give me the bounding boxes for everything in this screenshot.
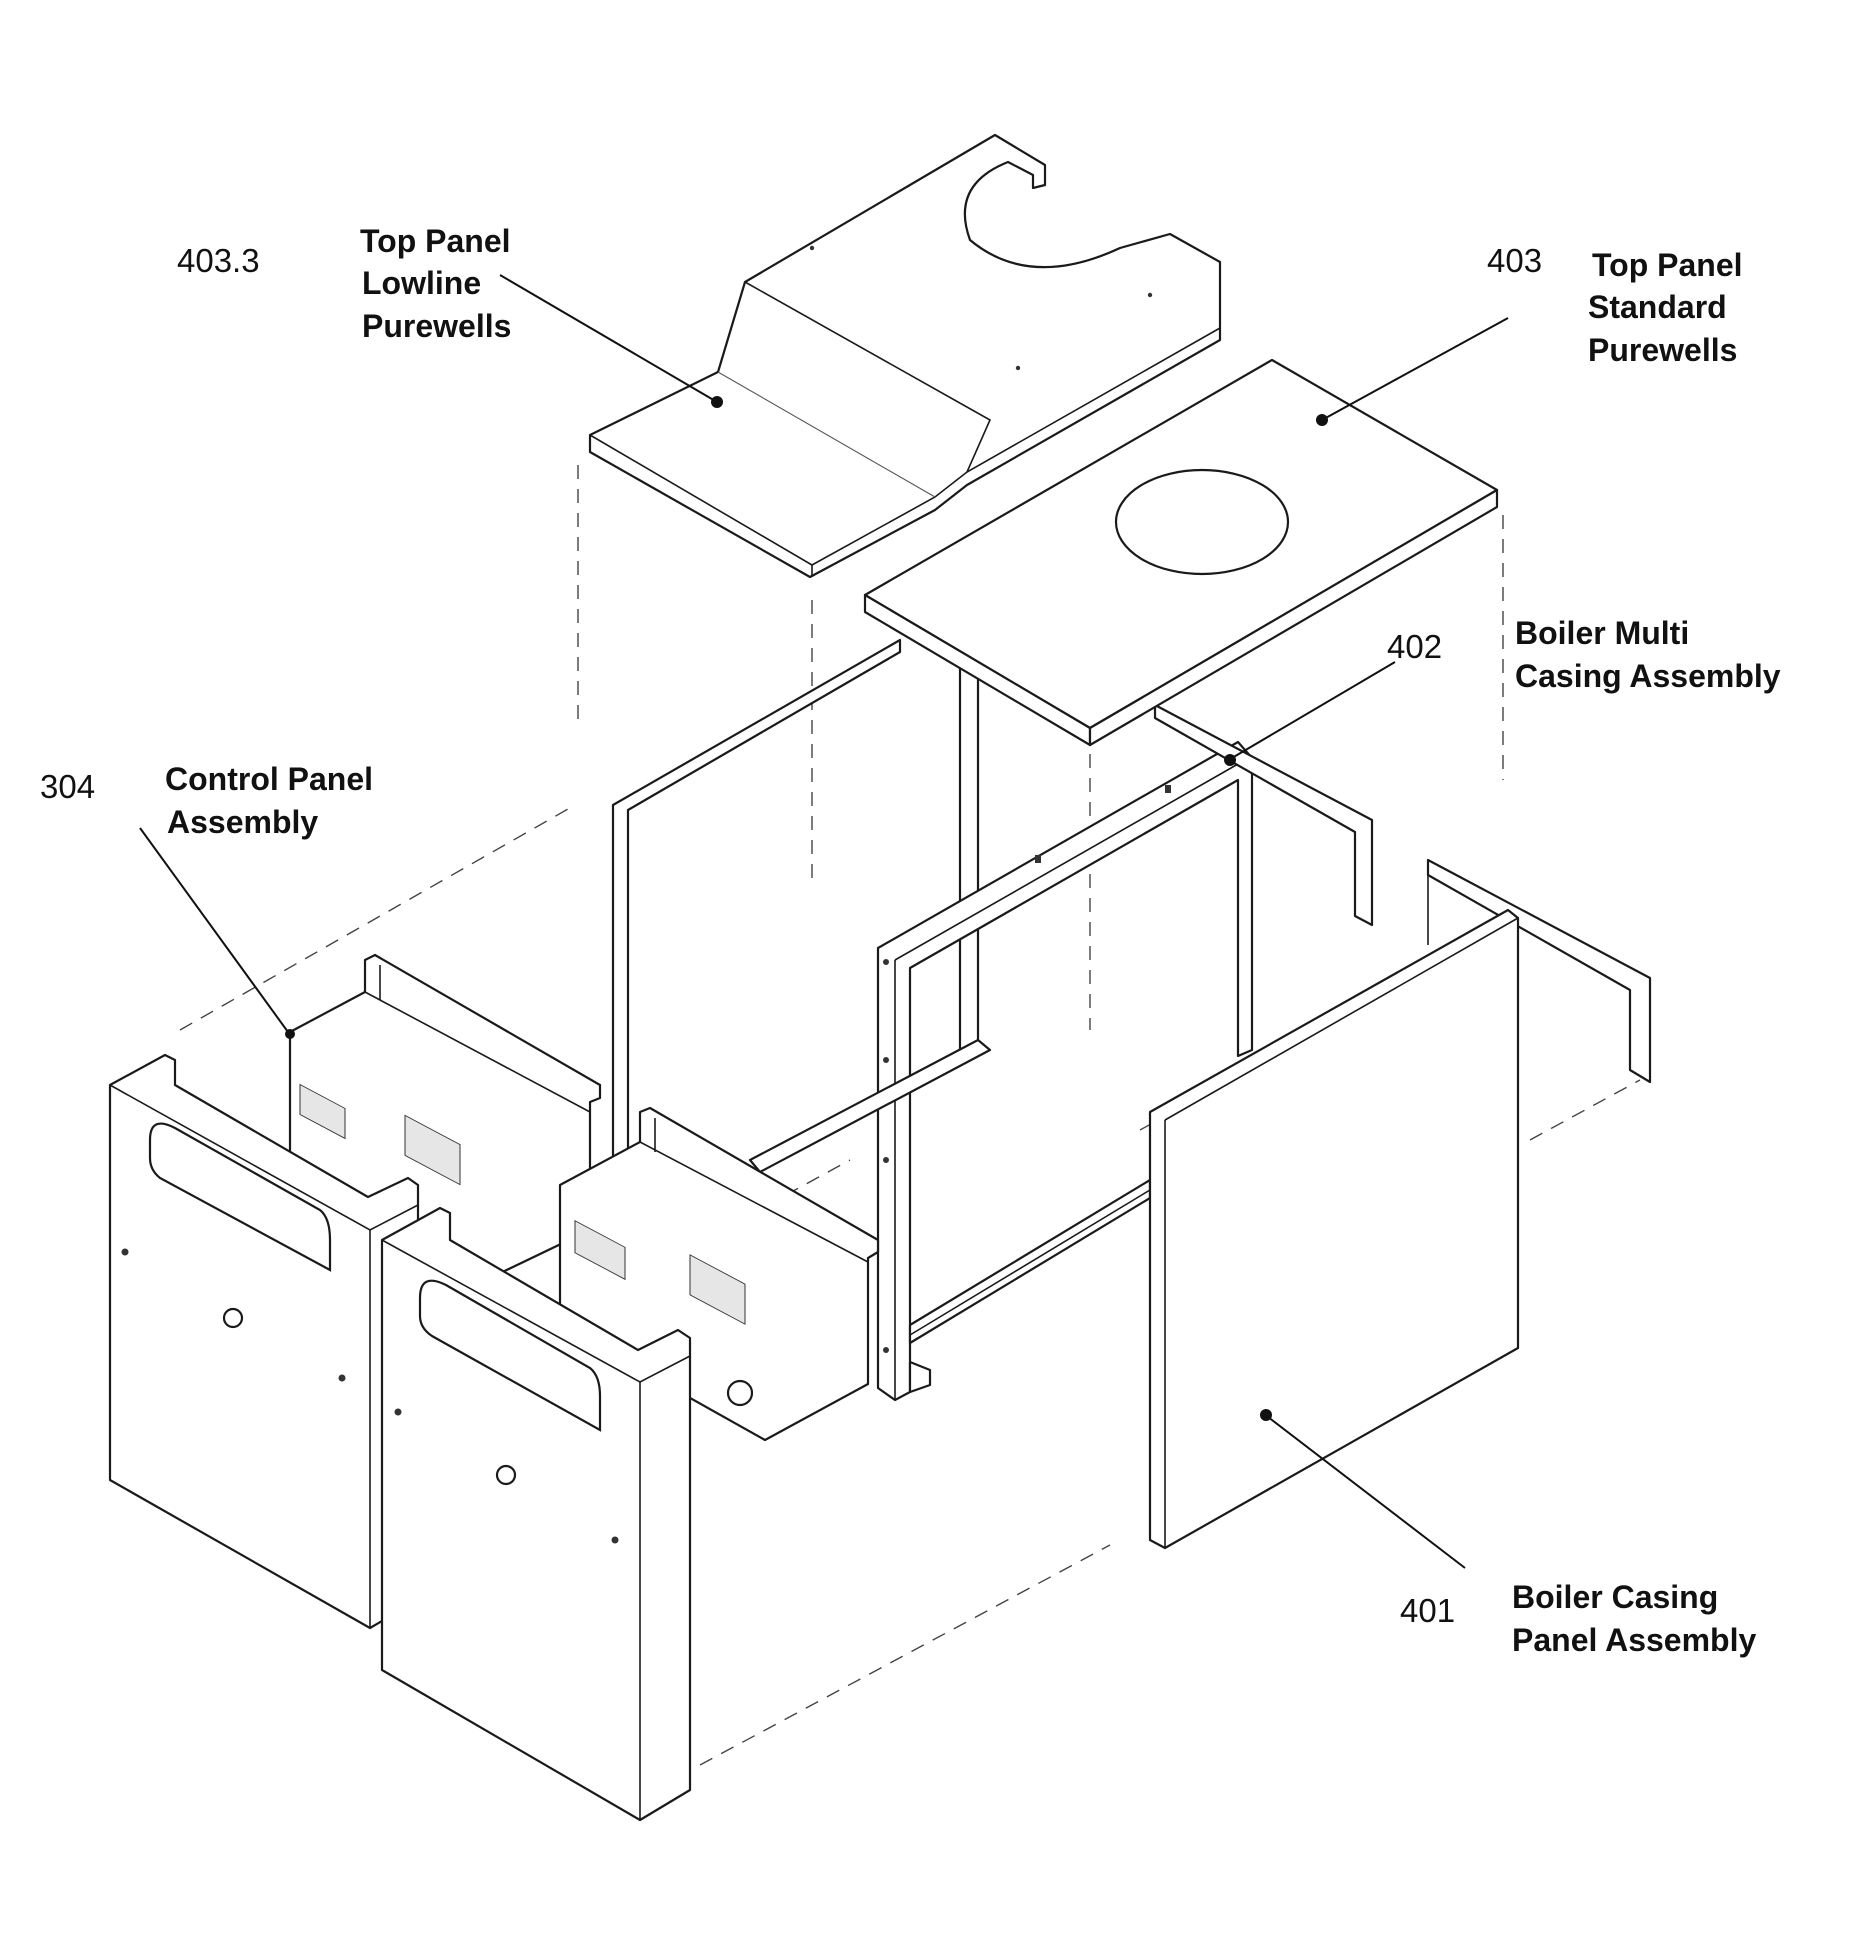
callout-name-line-2: Lowline xyxy=(362,265,481,301)
callout-401: 401 Boiler Casing Panel Assembly xyxy=(1400,1579,1756,1658)
front-door-right xyxy=(380,1206,692,1822)
callout-number: 403 xyxy=(1487,242,1542,279)
callout-name-line-1: Boiler Casing xyxy=(1512,1579,1718,1615)
callout-403-3: 403.3 Top Panel Lowline Purewells xyxy=(177,223,511,344)
callout-name-line-2: Standard xyxy=(1588,289,1727,325)
right-side-panel xyxy=(1426,858,1652,1084)
callout-402: 402 Boiler Multi Casing Assembly xyxy=(1387,615,1781,694)
boiler-casing-panel xyxy=(1148,908,1520,1550)
callout-name-line-1: Control Panel xyxy=(165,761,373,797)
callout-name-line-1: Top Panel xyxy=(360,223,511,259)
callout-number: 402 xyxy=(1387,628,1442,665)
leader-lines xyxy=(139,274,1509,1569)
callout-name-line-1: Top Panel xyxy=(1592,247,1743,283)
casing-frame xyxy=(748,666,1374,1402)
top-panel-standard xyxy=(863,358,1499,747)
callout-number: 401 xyxy=(1400,1592,1455,1629)
callout-403: 403 Top Panel Standard Purewells xyxy=(1487,242,1743,368)
callout-number: 304 xyxy=(40,768,95,805)
callout-name-line-2: Casing Assembly xyxy=(1515,658,1781,694)
front-door-left xyxy=(108,1053,420,1630)
callout-number: 403.3 xyxy=(177,242,260,279)
callout-name-line-3: Purewells xyxy=(362,308,511,344)
top-panel-lowline xyxy=(588,133,1222,579)
callout-name-line-2: Assembly xyxy=(167,804,318,840)
callout-name-line-2: Panel Assembly xyxy=(1512,1622,1756,1658)
callout-name-line-1: Boiler Multi xyxy=(1515,615,1689,651)
callout-304: 304 Control Panel Assembly xyxy=(40,761,373,840)
back-side-panel xyxy=(611,638,902,1174)
callout-name-line-3: Purewells xyxy=(1588,332,1737,368)
